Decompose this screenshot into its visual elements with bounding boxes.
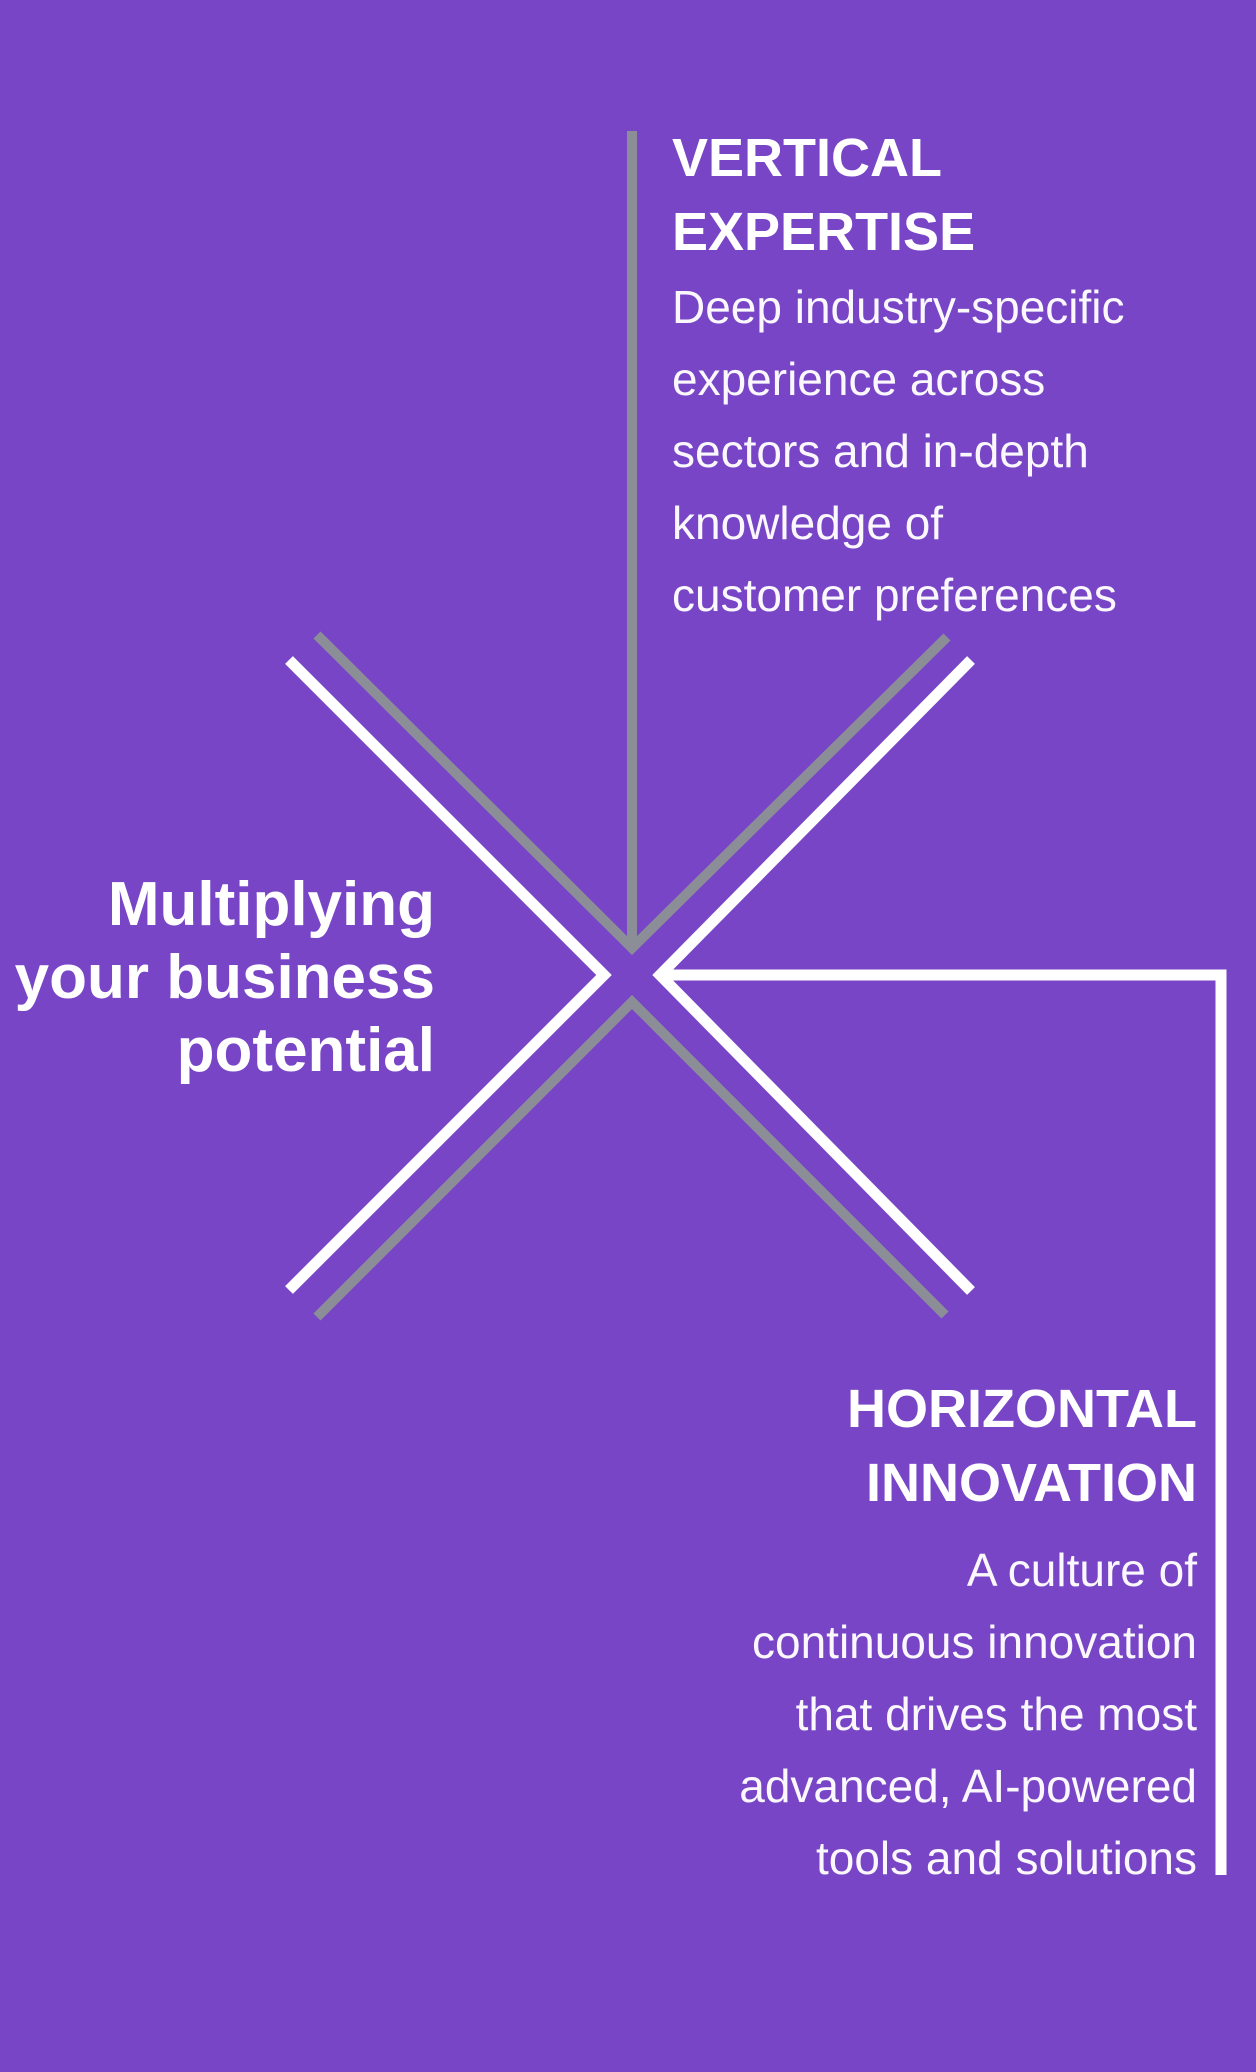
vertical-expertise-desc-line-1: Deep industry-specific [672,281,1125,333]
vertical-expertise-section: VERTICAL EXPERTISE Deep industry-specifi… [672,121,1125,631]
vertical-expertise-title-line-1: VERTICAL [672,128,942,188]
horizontal-innovation-title-line-1: HORIZONTAL [847,1379,1197,1439]
vertical-expertise-desc-line-4: knowledge of [672,497,944,549]
vertical-expertise-description: Deep industry-specific experience across… [672,271,1125,631]
center-label: Multiplying your business potential [15,868,435,1087]
vertical-expertise-desc-line-3: sectors and in-depth [672,425,1089,477]
white-x-left-chevron [285,656,612,1294]
horizontal-innovation-section: HORIZONTAL INNOVATION A culture of conti… [739,1372,1197,1894]
horizontal-innovation-desc-line-2: continuous innovation [752,1616,1197,1668]
horizontal-innovation-title-line-2: INNOVATION [866,1453,1197,1513]
horizontal-innovation-description: A culture of continuous innovation that … [739,1534,1197,1894]
horizontal-innovation-desc-line-3: that drives the most [795,1688,1197,1740]
center-label-line-1: Multiplying [107,870,435,939]
center-label-line-3: potential [176,1016,435,1085]
white-horizontal-connector-line [660,969,1227,1875]
center-label-line-2: your business [14,943,435,1012]
gray-x-lower-v [313,994,949,1321]
vertical-expertise-title: VERTICAL EXPERTISE [672,121,1125,269]
vertical-expertise-desc-line-5: customer preferences [672,569,1117,621]
horizontal-innovation-desc-line-4: advanced, AI-powered [739,1760,1197,1812]
vertical-expertise-desc-line-2: experience across [672,353,1046,405]
horizontal-innovation-title: HORIZONTAL INNOVATION [739,1372,1197,1520]
vertical-expertise-title-line-2: EXPERTISE [672,202,976,262]
horizontal-innovation-desc-line-1: A culture of [966,1544,1197,1596]
gray-x-upper-v [313,631,951,956]
horizontal-innovation-desc-line-5: tools and solutions [815,1832,1197,1884]
